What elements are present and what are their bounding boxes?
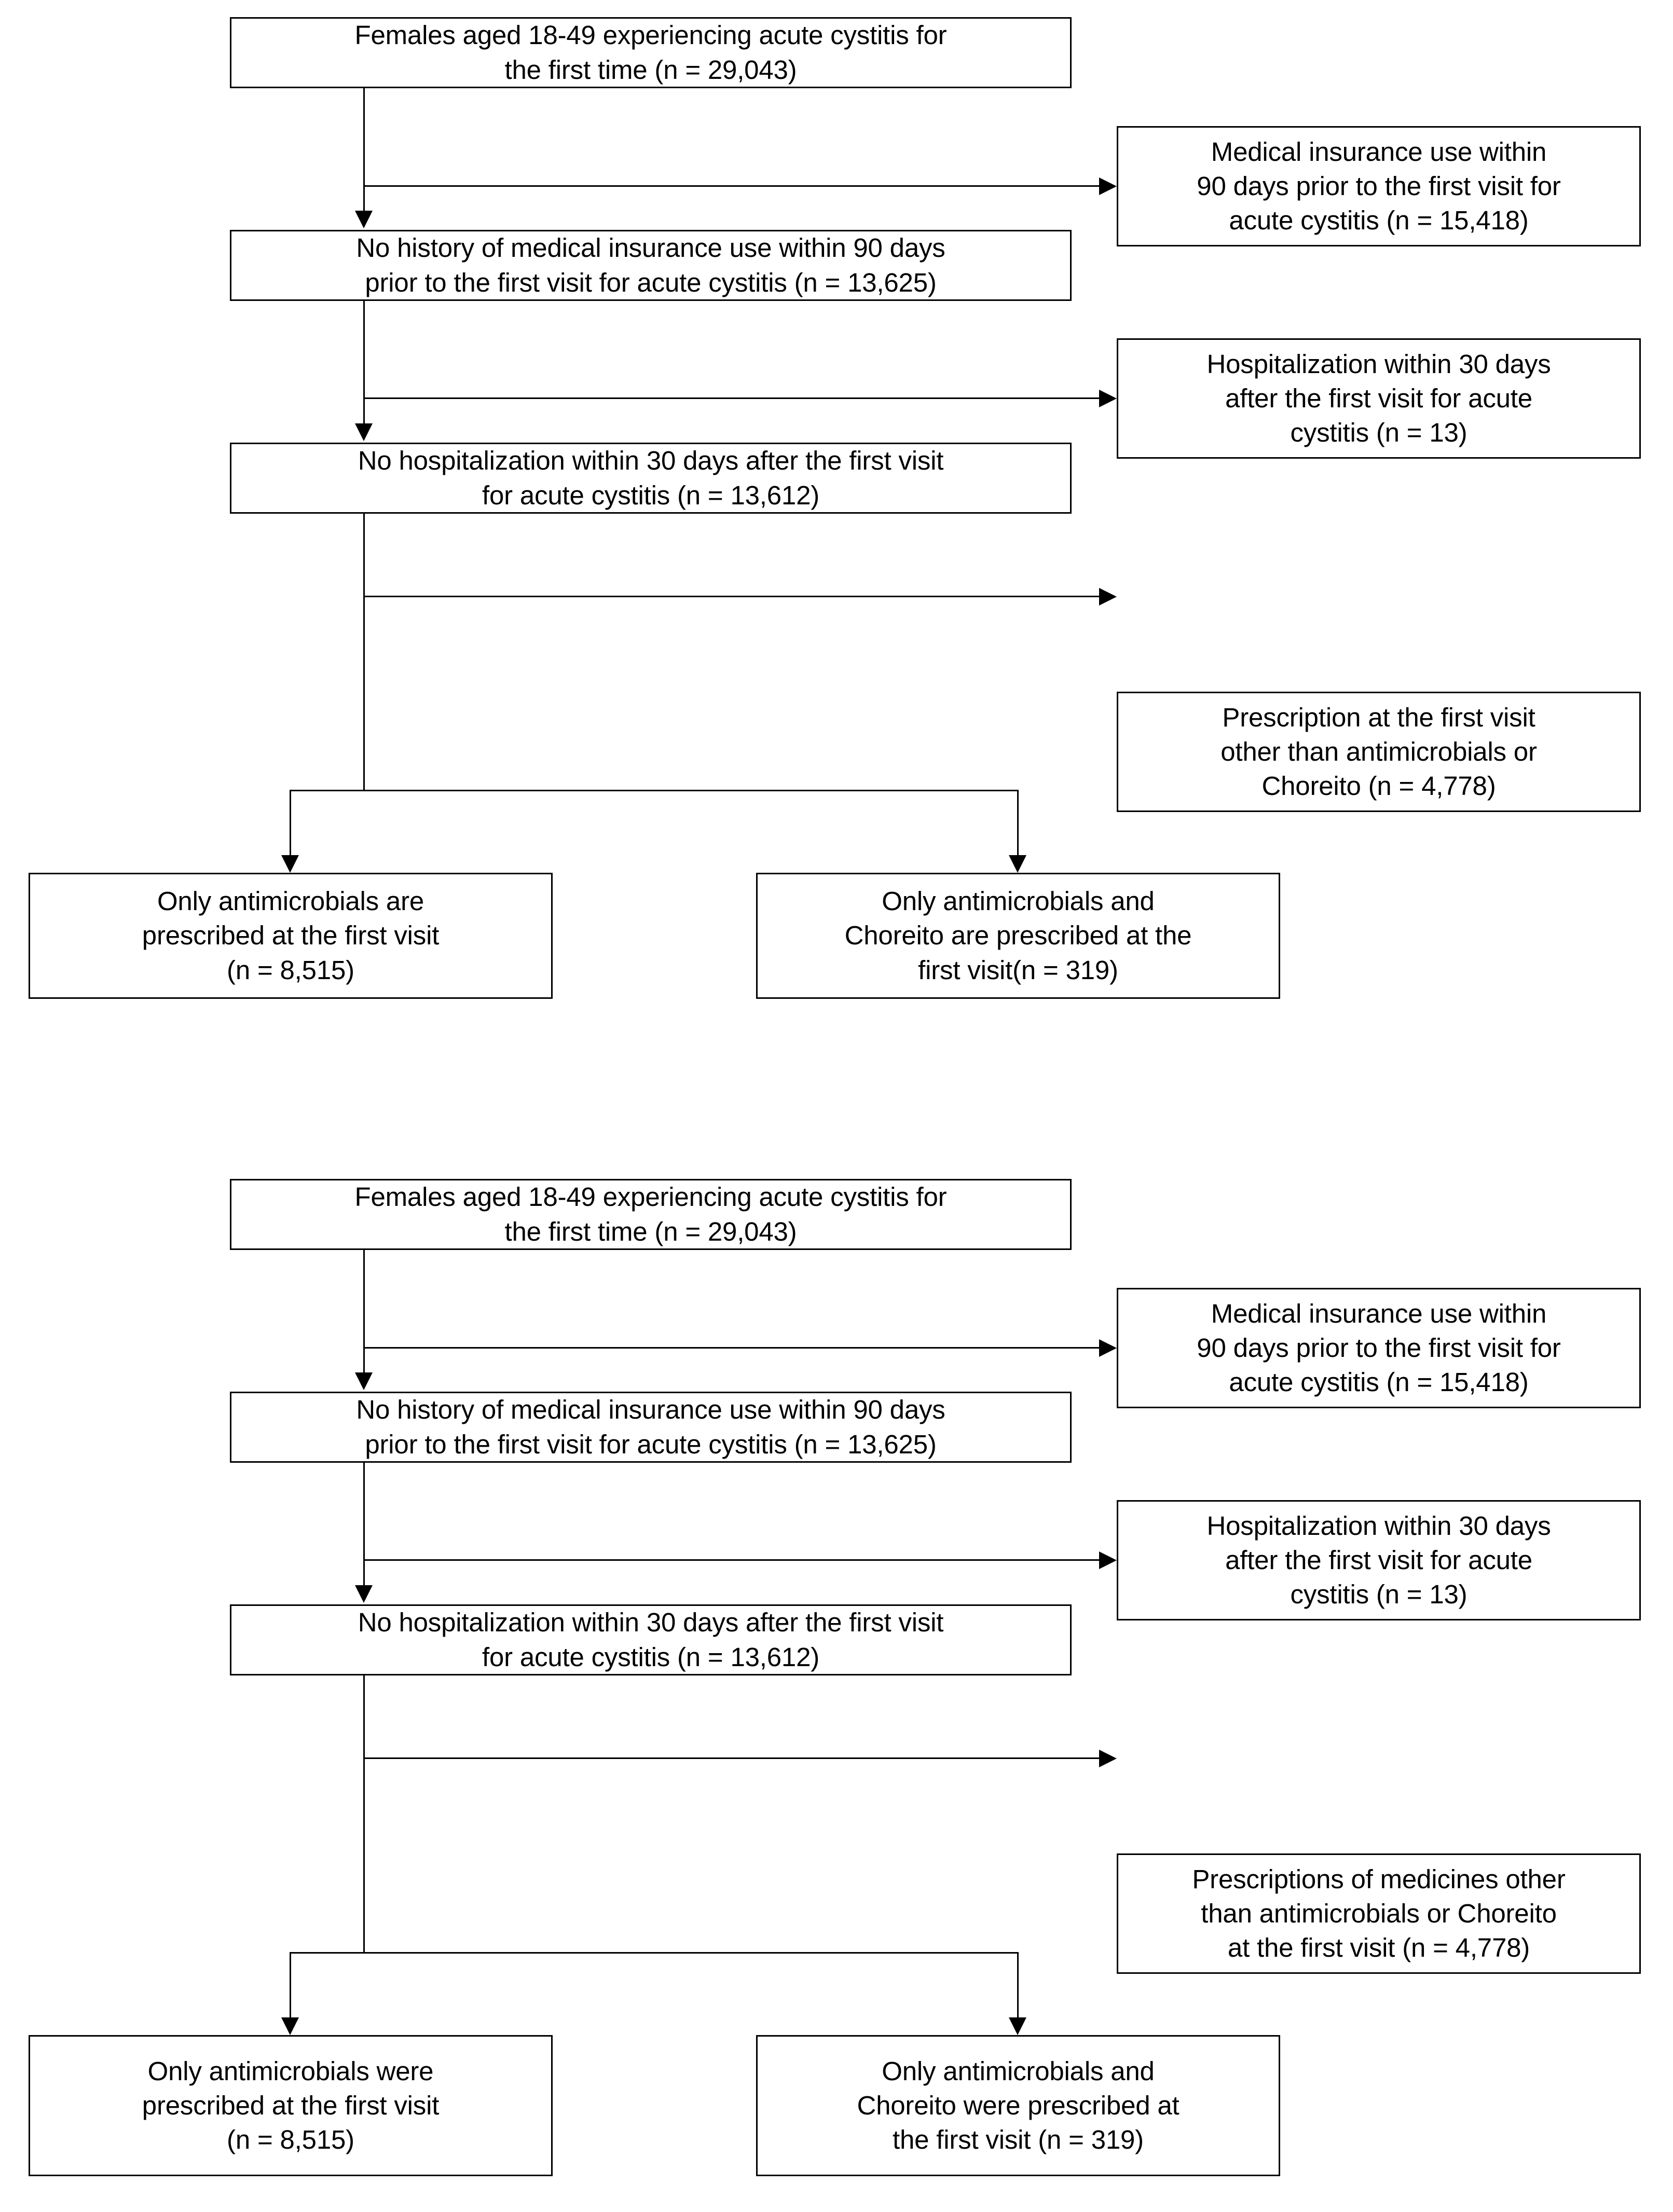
arrowhead-excl-hosp-top (1099, 390, 1117, 407)
arrowhead-excl-prescription-bottom (1099, 1750, 1117, 1767)
connector-enrolled-to-noinsurance-bottom (363, 1250, 365, 1375)
node-excl-hosp-top-label: Hospitalization within 30 days after the… (1206, 349, 1551, 448)
node-excl-insurance-top: Medical insurance use within 90 days pri… (1117, 126, 1641, 246)
node-excl-prescription-bottom: Prescriptions of medicines other than an… (1117, 1853, 1641, 1974)
arrowhead-excl-insurance-bottom (1099, 1339, 1117, 1357)
connector-excl-prescription-top (363, 596, 1100, 597)
arrowhead-terminal-left-top (281, 855, 299, 873)
fork-bar-bottom (290, 1952, 1019, 1954)
connector-enrolled-to-noinsurance-top (363, 88, 365, 213)
node-terminal-antimicrobials-bottom-label: Only antimicrobials were prescribed at t… (142, 2056, 440, 2155)
node-terminal-antimicrobials-choreito-top-label: Only antimicrobials and Choreito are pre… (844, 886, 1192, 985)
node-excl-insurance-top-label: Medical insurance use within 90 days pri… (1197, 136, 1561, 236)
fork-arm-left-bottom (290, 1952, 291, 2019)
connector-noinsurance-to-nohosp-bottom (363, 1463, 365, 1587)
arrowhead-terminal-right-bottom (1009, 2017, 1026, 2035)
node-nohosp-bottom-label: No hospitalization within 30 days after … (358, 1608, 944, 1672)
fork-arm-right-bottom (1017, 1952, 1019, 2019)
node-noinsurance-bottom-label: No history of medical insurance use with… (356, 1395, 945, 1459)
node-nohosp-top-label: No hospitalization within 30 days after … (358, 446, 944, 510)
node-terminal-antimicrobials-choreito-top: Only antimicrobials and Choreito are pre… (756, 873, 1280, 999)
node-terminal-antimicrobials-top: Only antimicrobials are prescribed at th… (29, 873, 553, 999)
arrowhead-excl-insurance-top (1099, 177, 1117, 195)
connector-nohosp-to-fork-top (363, 514, 365, 791)
node-excl-prescription-top-label: Prescription at the first visit other th… (1221, 702, 1537, 801)
arrowhead-terminal-left-bottom (281, 2017, 299, 2035)
node-terminal-antimicrobials-choreito-bottom-label: Only antimicrobials and Choreito were pr… (857, 2056, 1180, 2155)
node-excl-hosp-bottom-label: Hospitalization within 30 days after the… (1206, 1510, 1551, 1610)
arrowhead-terminal-right-top (1009, 855, 1026, 873)
fork-arm-left-top (290, 790, 291, 857)
node-nohosp-bottom: No hospitalization within 30 days after … (230, 1604, 1072, 1675)
connector-excl-prescription-bottom (363, 1757, 1100, 1759)
connector-excl-insurance-bottom (363, 1347, 1100, 1349)
connector-noinsurance-to-nohosp-top (363, 301, 365, 425)
node-noinsurance-top: No history of medical insurance use with… (230, 230, 1072, 301)
node-terminal-antimicrobials-choreito-bottom: Only antimicrobials and Choreito were pr… (756, 2035, 1280, 2176)
node-excl-hosp-bottom: Hospitalization within 30 days after the… (1117, 1500, 1641, 1620)
node-terminal-antimicrobials-bottom: Only antimicrobials were prescribed at t… (29, 2035, 553, 2176)
fork-bar-top (290, 790, 1019, 791)
node-excl-insurance-bottom-label: Medical insurance use within 90 days pri… (1197, 1298, 1561, 1397)
node-excl-prescription-top: Prescription at the first visit other th… (1117, 692, 1641, 812)
node-enrolled-bottom: Females aged 18-49 experiencing acute cy… (230, 1179, 1072, 1250)
connector-nohosp-to-fork-bottom (363, 1675, 365, 1953)
fork-arm-right-top (1017, 790, 1019, 857)
connector-excl-insurance-top (363, 185, 1100, 187)
node-nohosp-top: No hospitalization within 30 days after … (230, 443, 1072, 514)
node-enrolled-bottom-label: Females aged 18-49 experiencing acute cy… (354, 1182, 947, 1246)
connector-excl-hosp-top (363, 397, 1100, 399)
node-excl-prescription-bottom-label: Prescriptions of medicines other than an… (1192, 1864, 1566, 1963)
arrowhead-excl-prescription-top (1099, 588, 1117, 606)
arrowhead-nohosp-top (355, 423, 373, 441)
arrowhead-excl-hosp-bottom (1099, 1551, 1117, 1569)
node-enrolled-top: Females aged 18-49 experiencing acute cy… (230, 17, 1072, 88)
node-terminal-antimicrobials-top-label: Only antimicrobials are prescribed at th… (142, 886, 440, 985)
node-excl-insurance-bottom: Medical insurance use within 90 days pri… (1117, 1288, 1641, 1408)
node-enrolled-top-label: Females aged 18-49 experiencing acute cy… (354, 20, 947, 85)
node-noinsurance-top-label: No history of medical insurance use with… (356, 233, 945, 297)
arrowhead-noinsurance-top (355, 211, 373, 228)
arrowhead-nohosp-bottom (355, 1585, 373, 1603)
connector-excl-hosp-bottom (363, 1559, 1100, 1561)
node-noinsurance-bottom: No history of medical insurance use with… (230, 1392, 1072, 1463)
node-excl-hosp-top: Hospitalization within 30 days after the… (1117, 338, 1641, 459)
arrowhead-noinsurance-bottom (355, 1372, 373, 1390)
